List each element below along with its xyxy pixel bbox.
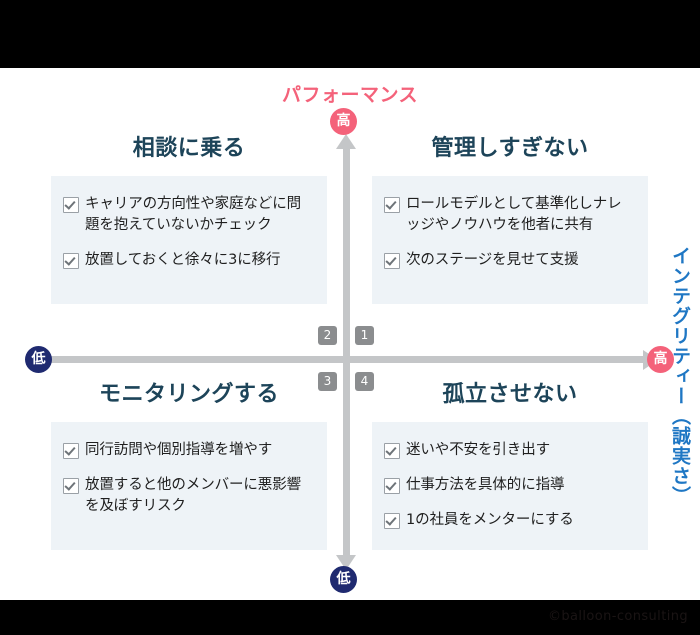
list-item: 迷いや不安を引き出す xyxy=(384,440,634,461)
list-item: キャリアの方向性や家庭などに問題を抱えていないかチェック xyxy=(63,194,313,236)
quadrant-bottom-left-checklist: 同行訪問や個別指導を増やす 放置すると他のメンバーに悪影響を及ぼすリスク xyxy=(51,422,327,550)
checkbox-checked-icon xyxy=(384,197,400,213)
checkbox-checked-icon xyxy=(384,253,400,270)
list-item-label: キャリアの方向性や家庭などに問題を抱えていないかチェック xyxy=(85,196,301,234)
quadrant-top-left-title: 相談に乗る xyxy=(132,136,246,161)
checkbox-checked-icon xyxy=(384,513,400,530)
quadrant-top-left: 相談に乗る キャリアの方向性や家庭などに問題を抱えていないかチェック 放置してお… xyxy=(51,130,327,304)
list-item-label: 迷いや不安を引き出す xyxy=(406,442,550,458)
checkbox-checked-icon xyxy=(63,197,79,213)
horizontal-axis-line xyxy=(42,356,646,363)
top-letterbox-band xyxy=(0,0,700,68)
quadrant-top-right-checklist: ロールモデルとして基準化しナレッジやノウハウを他者に共有 次のステージを見せて支… xyxy=(372,176,648,304)
quadrant-number-1: 1 xyxy=(355,326,374,345)
vertical-axis-title: パフォーマンス xyxy=(281,84,419,106)
list-item: 放置すると他のメンバーに悪影響を及ぼすリスク xyxy=(63,475,313,517)
vertical-axis-high-badge: 高 xyxy=(330,108,357,135)
horizontal-axis-low-badge: 低 xyxy=(25,346,52,373)
vertical-axis-line xyxy=(343,146,350,558)
list-item-label: ロールモデルとして基準化しナレッジやノウハウを他者に共有 xyxy=(406,196,622,234)
checkbox-checked-icon xyxy=(63,443,79,459)
quadrant-bottom-left-title: モニタリングする xyxy=(98,382,279,407)
checkbox-checked-icon xyxy=(63,253,79,270)
horizontal-axis-high-badge: 高 xyxy=(647,346,674,373)
quadrant-top-left-checklist: キャリアの方向性や家庭などに問題を抱えていないかチェック 放置しておくと徐々に3… xyxy=(51,176,327,304)
list-item-label: 同行訪問や個別指導を増やす xyxy=(85,442,273,458)
list-item: ロールモデルとして基準化しナレッジやノウハウを他者に共有 xyxy=(384,194,634,236)
list-item: 放置しておくと徐々に3に移行 xyxy=(63,250,313,271)
quadrant-bottom-left: モニタリングする 同行訪問や個別指導を増やす 放置すると他のメンバーに悪影響を及… xyxy=(51,376,327,550)
list-item-label: 1の社員をメンターにする xyxy=(406,512,574,529)
quadrant-top-right-title: 管理しすぎない xyxy=(431,136,589,161)
checkbox-checked-icon xyxy=(384,478,400,495)
list-item-label: 放置すると他のメンバーに悪影響を及ぼすリスク xyxy=(85,477,301,515)
watermark-credit: ©balloon-consulting xyxy=(547,609,688,624)
quadrant-number-2: 2 xyxy=(318,326,337,345)
list-item: 仕事方法を具体的に指導 xyxy=(384,475,634,496)
vertical-axis-low-badge: 低 xyxy=(330,566,357,593)
quadrant-bottom-right-title: 孤立させない xyxy=(442,382,578,407)
checkbox-checked-icon xyxy=(384,443,400,459)
quadrant-number-3: 3 xyxy=(318,372,337,391)
list-item-label: 放置しておくと徐々に3に移行 xyxy=(85,252,281,269)
horizontal-axis-title: インテグリティー（誠実さ） xyxy=(669,246,691,506)
axis-arrow-up-icon xyxy=(336,134,356,149)
bottom-letterbox-band xyxy=(0,600,700,635)
list-item: 次のステージを見せて支援 xyxy=(384,250,634,271)
checkbox-checked-icon xyxy=(63,478,79,495)
list-item-label: 次のステージを見せて支援 xyxy=(406,252,579,269)
list-item: 1の社員をメンターにする xyxy=(384,510,634,531)
list-item-label: 仕事方法を具体的に指導 xyxy=(406,477,565,494)
quadrant-bottom-right-checklist: 迷いや不安を引き出す 仕事方法を具体的に指導 1の社員をメンターにする xyxy=(372,422,648,550)
list-item: 同行訪問や個別指導を増やす xyxy=(63,440,313,461)
quadrant-bottom-right: 孤立させない 迷いや不安を引き出す 仕事方法を具体的に指導 1の社員をメンターに… xyxy=(372,376,648,550)
quadrant-matrix-stage: パフォーマンス インテグリティー（誠実さ） 高 低 低 高 1 2 3 4 相談… xyxy=(0,68,700,600)
quadrant-top-right: 管理しすぎない ロールモデルとして基準化しナレッジやノウハウを他者に共有 次のス… xyxy=(372,130,648,304)
quadrant-number-4: 4 xyxy=(355,372,374,391)
